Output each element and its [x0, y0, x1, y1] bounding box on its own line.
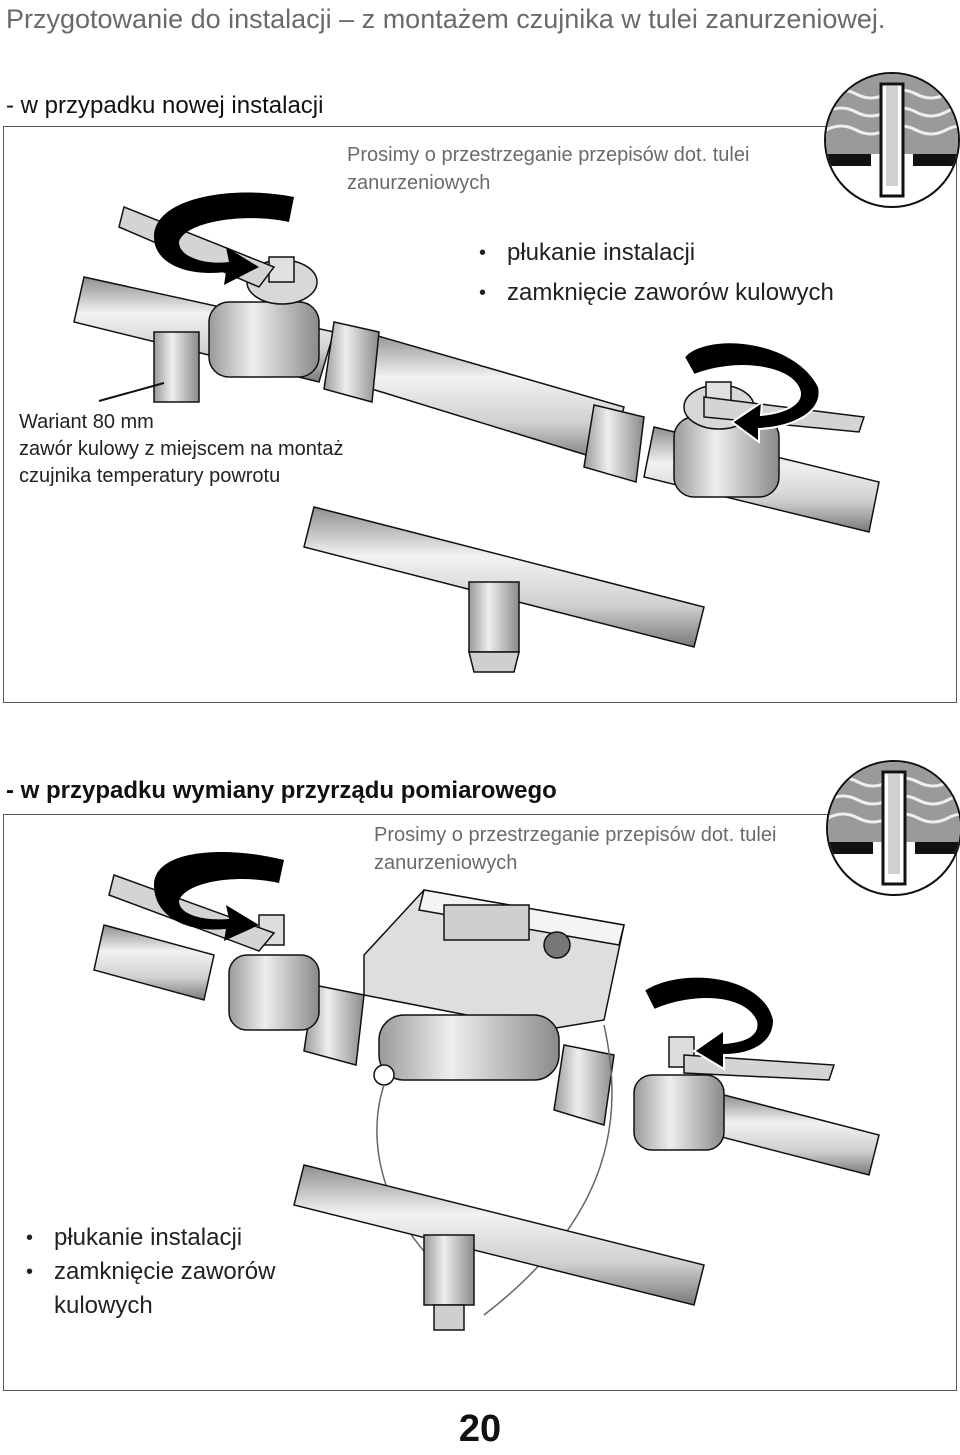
- section1-note: Prosimy o przestrzeganie przepisów dot. …: [347, 144, 750, 194]
- section2-bullets: płukanie instalacji zamknięcie zaworów k…: [26, 1221, 326, 1323]
- tee-pipe: [293, 1164, 705, 1331]
- rotation-arrow-icon: [154, 192, 294, 285]
- rotation-arrow-icon: [682, 341, 821, 444]
- heat-meter: [363, 889, 625, 1316]
- meter-replacement-illustration: [93, 852, 880, 1331]
- list-item: zamknięcie zaworów kulowych: [26, 1255, 326, 1323]
- variant-line: Wariant 80 mm: [19, 411, 154, 433]
- variant-line: zawór kulowy z miejscem na montaż: [19, 438, 344, 460]
- installation-illustration: [73, 192, 880, 673]
- section2-figure: Prosimy o przestrzeganie przepisów dot. …: [3, 814, 957, 1391]
- section2-note: Prosimy o przestrzeganie przepisów dot. …: [374, 824, 777, 874]
- thermowell-inset: [826, 760, 960, 896]
- section1-heading: - w przypadku nowej instalacji: [6, 92, 324, 119]
- tee-pipe: [303, 506, 705, 673]
- rotation-arrow-icon: [154, 852, 284, 941]
- list-item: zamknięcie zaworów kulowych: [479, 273, 834, 313]
- page-number: 20: [458, 1408, 502, 1450]
- variant-line: czujnika temperatury powrotu: [19, 465, 281, 487]
- page-title: Przygotowanie do instalacji – z montażem…: [6, 4, 886, 34]
- section1-bullets: płukanie instalacji zamknięcie zaworów k…: [479, 233, 834, 313]
- leader-line: [98, 382, 165, 402]
- list-item: płukanie instalacji: [479, 233, 834, 273]
- section1-figure: Prosimy o przestrzeganie przepisów dot. …: [3, 126, 957, 703]
- variant-caption: Wariant 80 mm zawór kulowy z miejscem na…: [19, 409, 419, 490]
- section2-heading: - w przypadku wymiany przyrządu pomiarow…: [6, 777, 557, 804]
- thermowell-inset: [824, 72, 960, 208]
- rotation-arrow-icon: [642, 975, 776, 1071]
- list-item: płukanie instalacji: [26, 1221, 326, 1255]
